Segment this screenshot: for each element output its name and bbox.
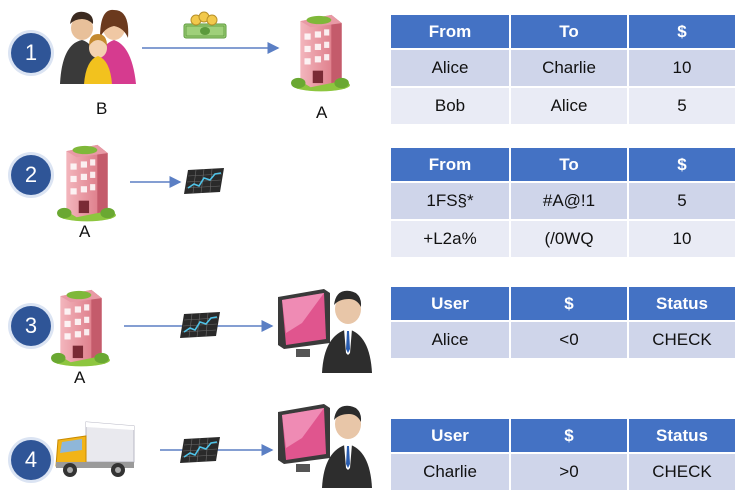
column-header: $ [511, 419, 627, 454]
step-number-badge: 4 [11, 440, 51, 480]
column-header: From [391, 148, 509, 183]
table-row: Alice Charlie 10 [391, 50, 735, 88]
building-icon [56, 138, 118, 222]
truck-icon [55, 421, 135, 477]
table-cell: Alice [391, 50, 509, 88]
column-header: $ [511, 287, 627, 322]
table-cell: 10 [629, 50, 735, 88]
table-cell: 10 [629, 221, 735, 259]
table-row: Alice <0 CHECK [391, 322, 735, 360]
table-row: Charlie >0 CHECK [391, 454, 735, 492]
table-cell: Bob [391, 88, 509, 126]
table-cell: (/0WQ [511, 221, 627, 259]
table-cell: Charlie [391, 454, 509, 492]
analyst-computer-icon [272, 283, 372, 373]
data-chart-icon [180, 312, 220, 338]
table-cell: 5 [629, 183, 735, 221]
family-icon [60, 9, 136, 84]
table-cell: Alice [511, 88, 627, 126]
column-header: Status [629, 287, 735, 322]
table-cell: 5 [629, 88, 735, 126]
table-cell: CHECK [629, 322, 735, 360]
table-row: +L2a% (/0WQ 10 [391, 221, 735, 259]
building-icon [290, 8, 352, 92]
step3-left-label: A [74, 368, 86, 387]
analyst-computer-icon [272, 398, 372, 488]
step1-table: From To $ Alice Charlie 10 Bob Alice 5 [389, 15, 737, 126]
table-cell: Alice [391, 322, 509, 360]
step2-table: From To $ 1FS§* #A@!1 5 +L2a% (/0WQ 10 [389, 148, 737, 259]
money-icon [183, 11, 227, 39]
column-header: User [391, 287, 509, 322]
data-chart-icon [184, 168, 224, 194]
table-cell: >0 [511, 454, 627, 492]
table-cell: <0 [511, 322, 627, 360]
column-header: User [391, 419, 509, 454]
step4-table: User $ Status Charlie >0 CHECK [389, 419, 737, 492]
step3-table: User $ Status Alice <0 CHECK [389, 287, 737, 360]
table-cell: CHECK [629, 454, 735, 492]
table-cell: 1FS§* [391, 183, 509, 221]
table-row: 1FS§* #A@!1 5 [391, 183, 735, 221]
step1-left-label: B [96, 99, 108, 118]
column-header: Status [629, 419, 735, 454]
step1-right-label: A [316, 103, 328, 122]
table-row: Bob Alice 5 [391, 88, 735, 126]
table-cell: Charlie [511, 50, 627, 88]
table-cell: #A@!1 [511, 183, 627, 221]
column-header: $ [629, 15, 735, 50]
column-header: To [511, 148, 627, 183]
step-number-badge: 1 [11, 33, 51, 73]
column-header: From [391, 15, 509, 50]
step2-left-label: A [79, 222, 91, 241]
table-cell: +L2a% [391, 221, 509, 259]
step-number-badge: 2 [11, 155, 51, 195]
building-icon [50, 283, 112, 367]
column-header: To [511, 15, 627, 50]
data-chart-icon [180, 437, 220, 463]
step-number-badge: 3 [11, 306, 51, 346]
column-header: $ [629, 148, 735, 183]
